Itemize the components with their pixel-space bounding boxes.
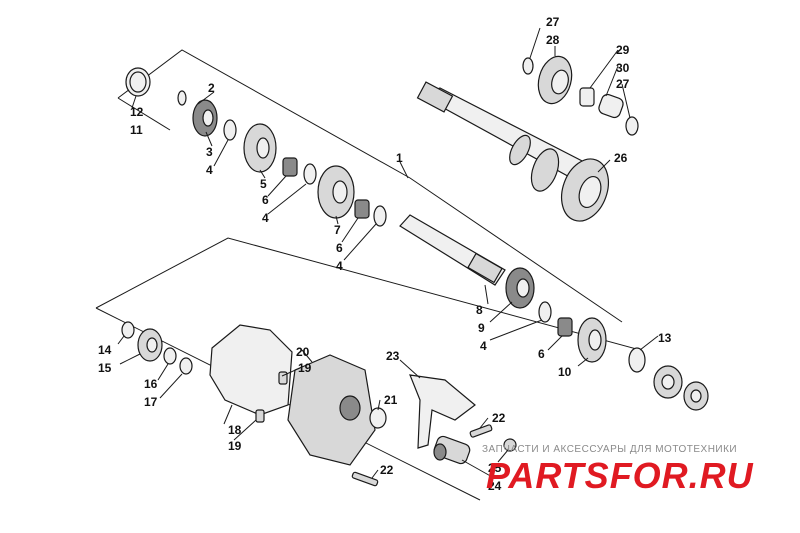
bushing-29 — [579, 87, 595, 107]
washer-27-top — [522, 57, 534, 75]
washer-4d — [538, 301, 552, 323]
clip-2 — [177, 90, 187, 106]
washer-27-right — [625, 116, 639, 136]
washer-4a — [223, 119, 237, 141]
callout-3: 3 — [206, 145, 213, 159]
watermark-tagline: ЗАПЧАСТИ И АКСЕССУАРЫ ДЛЯ МОТОТЕХНИКИ — [482, 444, 737, 455]
shaft-gear-26 — [530, 148, 609, 222]
callout-7: 7 — [334, 223, 341, 237]
callout-27b: 27 — [616, 77, 630, 91]
callout-5: 5 — [260, 177, 267, 191]
callout-4b: 4 — [262, 211, 269, 225]
callout-29: 29 — [616, 43, 630, 57]
callout-4a: 4 — [206, 163, 213, 177]
callout-13: 13 — [658, 331, 672, 345]
callout-14: 14 — [98, 343, 112, 357]
washer-13 — [628, 347, 646, 373]
sleeve-30 — [598, 93, 624, 119]
bracket-23 — [409, 374, 476, 449]
callout-6a: 6 — [262, 193, 269, 207]
callout-22b: 22 — [380, 463, 394, 477]
leader-lines — [117, 27, 659, 479]
snap-ring-12-inner — [129, 71, 147, 93]
housing-boss — [339, 395, 361, 421]
assembly-frame-lower — [95, 237, 641, 351]
hub-9 — [505, 267, 535, 309]
bearing-6b — [354, 199, 370, 219]
callout-15: 15 — [98, 361, 112, 375]
washer-4c — [373, 205, 387, 227]
callout-9: 9 — [478, 321, 485, 335]
callout-25: 25 — [488, 461, 502, 475]
gasket-18 — [209, 324, 293, 416]
callout-26: 26 — [614, 151, 628, 165]
bearing-6c — [557, 317, 573, 337]
callout-23: 23 — [386, 349, 400, 363]
callout-28: 28 — [546, 33, 560, 47]
callout-19b: 19 — [228, 439, 242, 453]
bearing-pair-right — [653, 365, 709, 411]
sprocket-15 — [137, 328, 163, 362]
plug-25 — [503, 438, 517, 452]
callout-24: 24 — [488, 479, 502, 493]
callout-10: 10 — [558, 365, 572, 379]
gear-28 — [537, 55, 573, 105]
output-shaft — [399, 214, 506, 286]
callout-labels: 1 2 3 4 5 6 4 7 6 4 8 9 4 6 10 11 12 13 … — [98, 15, 672, 493]
assembly-frame-upper — [117, 49, 623, 323]
gear-5 — [243, 123, 277, 173]
callout-8: 8 — [476, 303, 483, 317]
callout-18: 18 — [228, 423, 242, 437]
watermark-logo: PARTSFOR.RU — [486, 455, 754, 496]
callout-16: 16 — [144, 377, 158, 391]
gear-10 — [577, 317, 607, 363]
snap-ring-17 — [179, 357, 193, 375]
dowel-19b — [255, 409, 265, 423]
callout-6b: 6 — [336, 241, 343, 255]
washer-16 — [163, 347, 177, 365]
hub-3 — [192, 99, 218, 137]
callout-30: 30 — [616, 61, 630, 75]
callout-4d: 4 — [480, 339, 487, 353]
seal-21 — [369, 407, 387, 429]
callout-19a: 19 — [298, 361, 312, 375]
callout-1: 1 — [396, 151, 403, 165]
callout-6c: 6 — [538, 347, 545, 361]
bolt-22-right — [469, 424, 493, 438]
housing-20 — [287, 354, 376, 466]
callout-22a: 22 — [492, 411, 506, 425]
callout-12: 12 — [130, 105, 144, 119]
callout-2: 2 — [208, 81, 215, 95]
callout-4c: 4 — [336, 259, 343, 273]
callout-11: 11 — [130, 123, 143, 137]
callout-21: 21 — [384, 393, 398, 407]
bolt-22-bottom — [351, 471, 379, 487]
callout-20: 20 — [296, 345, 310, 359]
snap-ring-14 — [121, 321, 135, 339]
assembly-frame-upper-left — [117, 97, 171, 131]
callout-27a: 27 — [546, 15, 560, 29]
washer-4b — [303, 163, 317, 185]
watermark: ЗАПЧАСТИ И АКСЕССУАРЫ ДЛЯ МОТОТЕХНИКИ PA… — [482, 444, 754, 496]
gear-7 — [317, 165, 355, 219]
callout-17: 17 — [144, 395, 158, 409]
sensor-24 — [433, 435, 471, 465]
bearing-6a — [282, 157, 298, 177]
